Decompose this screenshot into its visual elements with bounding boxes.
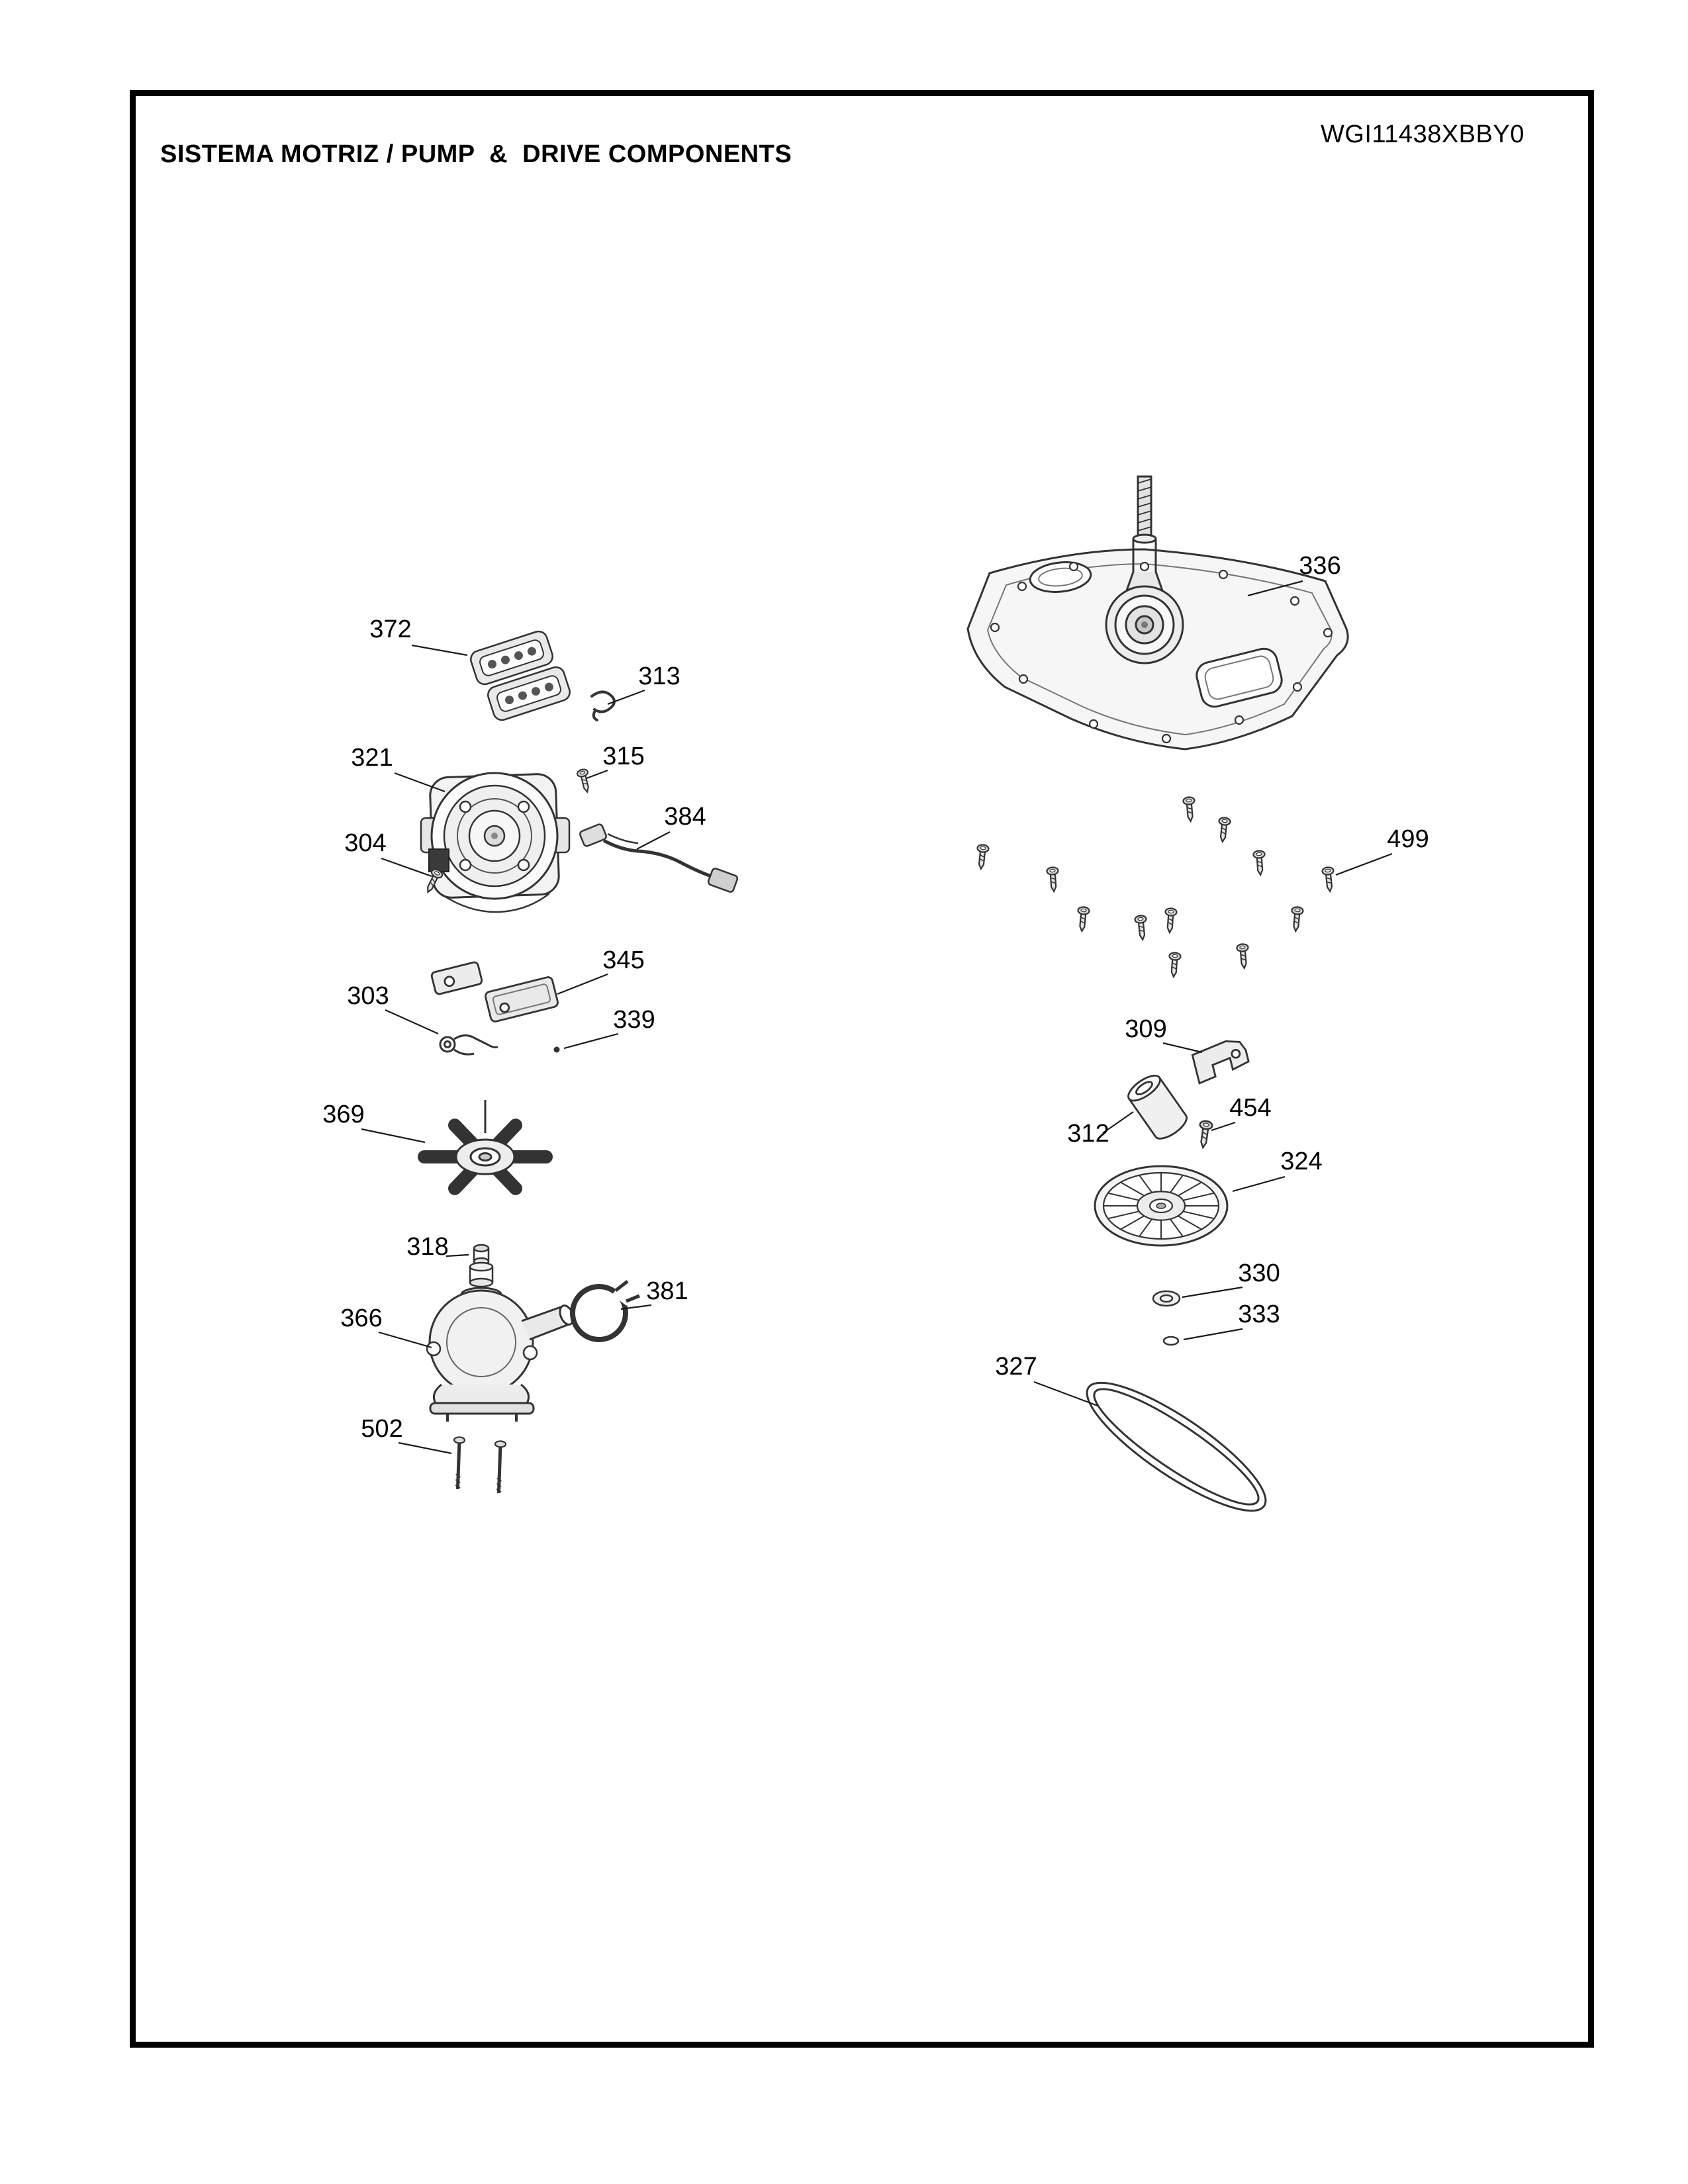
callout-345: 345	[602, 946, 644, 974]
callout-336: 336	[1299, 552, 1340, 580]
leader-lines	[361, 580, 1393, 1455]
callout-309: 309	[1125, 1015, 1166, 1043]
part-318-inlet-icon	[469, 1244, 494, 1288]
part-381-clamp-icon	[570, 1280, 640, 1342]
part-330-washer-icon	[1152, 1290, 1181, 1307]
callout-304: 304	[344, 829, 386, 857]
part-333-ring-icon	[1162, 1336, 1180, 1346]
diagram-border	[130, 90, 1594, 2048]
part-321-motor-icon	[420, 772, 571, 913]
part-336-transmission-icon	[966, 475, 1349, 751]
callout-454: 454	[1229, 1094, 1271, 1122]
part-366-pump-icon	[426, 1287, 575, 1422]
part-369-impeller-icon	[418, 1100, 553, 1195]
callout-324: 324	[1280, 1148, 1322, 1175]
callout-502: 502	[361, 1415, 402, 1443]
callout-384: 384	[664, 803, 706, 831]
callout-318: 318	[406, 1233, 448, 1261]
part-454-screw-icon	[1196, 1119, 1214, 1150]
callout-372: 372	[369, 615, 411, 643]
callout-330: 330	[1238, 1259, 1280, 1287]
part-324-pulley-icon	[1094, 1165, 1229, 1247]
callout-333: 333	[1238, 1300, 1280, 1328]
part-313-clip-icon	[590, 690, 616, 721]
part-502-screws-icon	[452, 1437, 506, 1493]
part-339-pin-icon	[553, 1046, 560, 1053]
callout-303: 303	[347, 982, 389, 1010]
model-number: WGI11438XBBY0	[1321, 120, 1524, 148]
callout-315: 315	[602, 743, 644, 770]
callout-366: 366	[340, 1304, 382, 1332]
callout-321: 321	[351, 744, 393, 772]
callout-339: 339	[613, 1006, 655, 1034]
callout-499: 499	[1387, 825, 1429, 853]
part-372-terminal-pads-icon	[470, 630, 571, 721]
part-327-belt-icon	[1086, 1381, 1267, 1512]
callout-313: 313	[638, 662, 680, 690]
part-303-clamp-icon	[439, 1034, 498, 1056]
part-309-bracket-icon	[1191, 1040, 1250, 1085]
part-315-screw-icon	[575, 767, 594, 794]
page-title: SISTEMA MOTRIZ / PUMP & DRIVE COMPONENTS	[160, 140, 792, 168]
callout-327: 327	[995, 1353, 1037, 1381]
part-312-coupler-icon	[1127, 1074, 1188, 1140]
callout-312: 312	[1067, 1120, 1109, 1148]
part-384-harness-icon	[579, 823, 739, 893]
part-345-plates-icon	[430, 961, 559, 1023]
callout-381: 381	[646, 1277, 688, 1305]
callout-369: 369	[322, 1101, 364, 1128]
part-499-screws-icon	[974, 796, 1336, 978]
